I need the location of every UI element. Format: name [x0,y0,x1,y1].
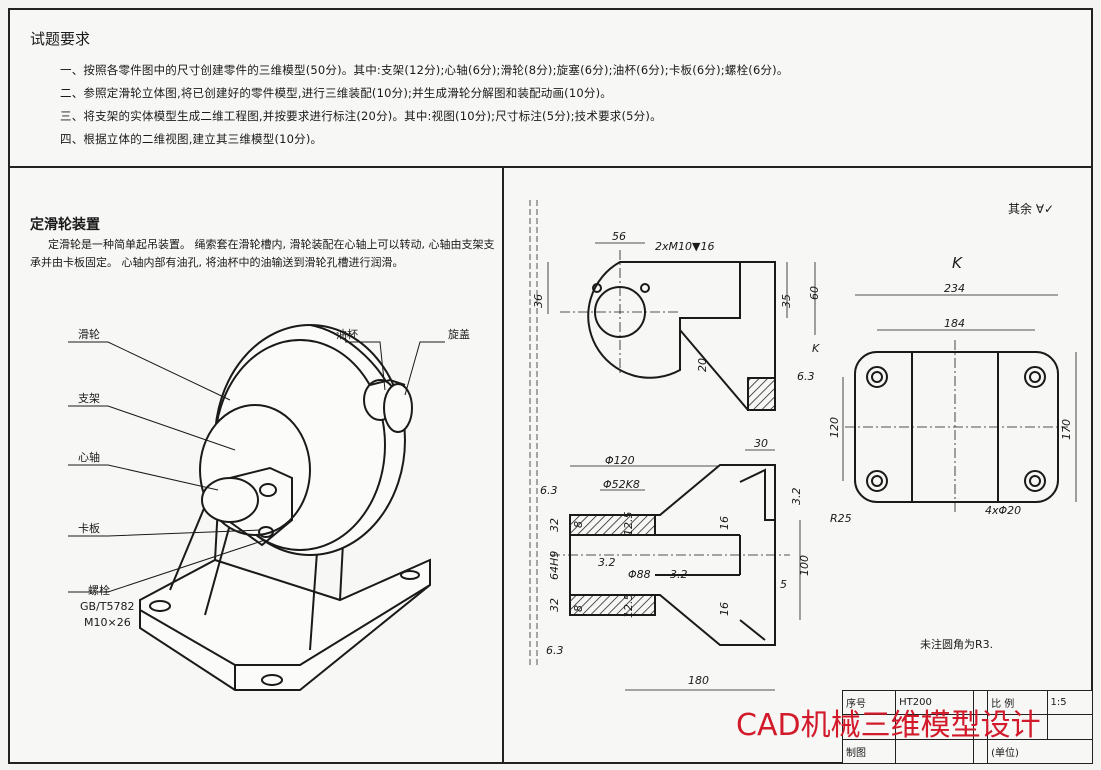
requirement-line-1: 一、按照各零件图中的尺寸创建零件的三维模型(50分)。其中:支架(12分);心轴… [60,63,789,77]
dim-64h9: 64H9 [548,551,561,580]
requirements-panel [8,8,1093,168]
dim-k-arrow: K [812,342,820,355]
label-pulley: 滑轮 [78,328,100,341]
roughness-3-2-inner: 3.2 [598,556,616,569]
requirements-title: 试题要求 [30,30,91,48]
dim-phi88: Φ88 [628,568,651,581]
dim-120: 120 [828,417,841,438]
label-bolt-size: M10×26 [84,616,131,629]
dim-56: 56 [612,230,626,243]
label-clamp: 卡板 [78,522,100,535]
roughness-6-3-left: 6.3 [540,484,558,497]
dim-16-bottom: 16 [718,602,731,616]
view-k-label: K [952,254,963,272]
dim-36: 36 [532,294,545,308]
roughness-12-5-top: 12.5 [622,512,635,537]
title-block-seq: 序号 [841,689,897,716]
assembly-title: 定滑轮装置 [30,217,100,233]
label-bolt: 螺栓 [88,584,110,597]
dim-8-top: 8 [572,521,585,528]
label-shaft: 心轴 [78,451,100,464]
title-block-draw: 制图 [841,738,897,765]
dim-phi52: Φ52K8 [603,478,640,491]
label-bolt-standard: GB/T5782 [80,600,135,613]
label-oil-cup: 油杯 [336,328,358,341]
requirement-line-4: 四、根据立体的二维视图,建立其三维模型(10分)。 [60,132,323,146]
roughness-other-label: 其余 [1008,202,1033,216]
dim-20: 20 [696,358,709,372]
roughness-6-3-bottom: 6.3 [546,644,564,657]
dim-32-top: 32 [548,518,561,532]
dim-thread: 2xM10▼16 [655,240,714,253]
fillet-note: 未注圆角为R3. [920,638,994,651]
dim-8-bottom: 8 [572,605,585,612]
dim-170: 170 [1060,419,1073,440]
dim-phi120: Φ120 [605,454,635,467]
roughness-symbol: ∀✓ [1035,202,1055,216]
dim-35: 35 [780,294,793,308]
dim-16-top: 16 [718,516,731,530]
title-block: 序号 HT200 比 例 1:5 制图 (单位) [841,689,1093,765]
title-block-scale: 1:5 [1046,689,1093,716]
roughness-12-5-bottom: 12.5 [622,594,635,619]
label-bracket: 支架 [78,392,100,405]
roughness-note: 其余 ∀✓ [1008,200,1054,217]
roughness-3-2-right: 3.2 [790,488,803,506]
dim-184: 184 [944,317,965,330]
dim-60: 60 [808,286,821,300]
roughness-6-3-top: 6.3 [797,370,815,383]
dim-32-bottom: 32 [548,598,561,612]
watermark: CAD机械三维模型设计 [736,708,1041,743]
dim-100: 100 [798,555,811,576]
roughness-3-2-bore: 3.2 [670,568,688,581]
assembly-description: 定滑轮是一种简单起吊装置。 绳索套在滑轮槽内, 滑轮装配在心轴上可以转动, 心轴… [30,238,495,269]
dim-180: 180 [688,674,709,687]
requirement-line-3: 三、将支架的实体模型生成二维工程图,并按要求进行标注(20分)。其中:视图(10… [60,109,662,123]
dim-234: 234 [944,282,965,295]
title-block-unit: (单位) [987,738,1093,765]
dim-r25: R25 [830,512,852,525]
requirement-line-2: 二、参照定滑轮立体图,将已创建好的零件模型,进行三维装配(10分);并生成滑轮分… [60,86,612,100]
label-plug: 旋盖 [448,328,470,341]
dim-holes: 4xΦ20 [985,504,1021,517]
dim-30: 30 [754,437,768,450]
dim-5: 5 [780,578,787,591]
